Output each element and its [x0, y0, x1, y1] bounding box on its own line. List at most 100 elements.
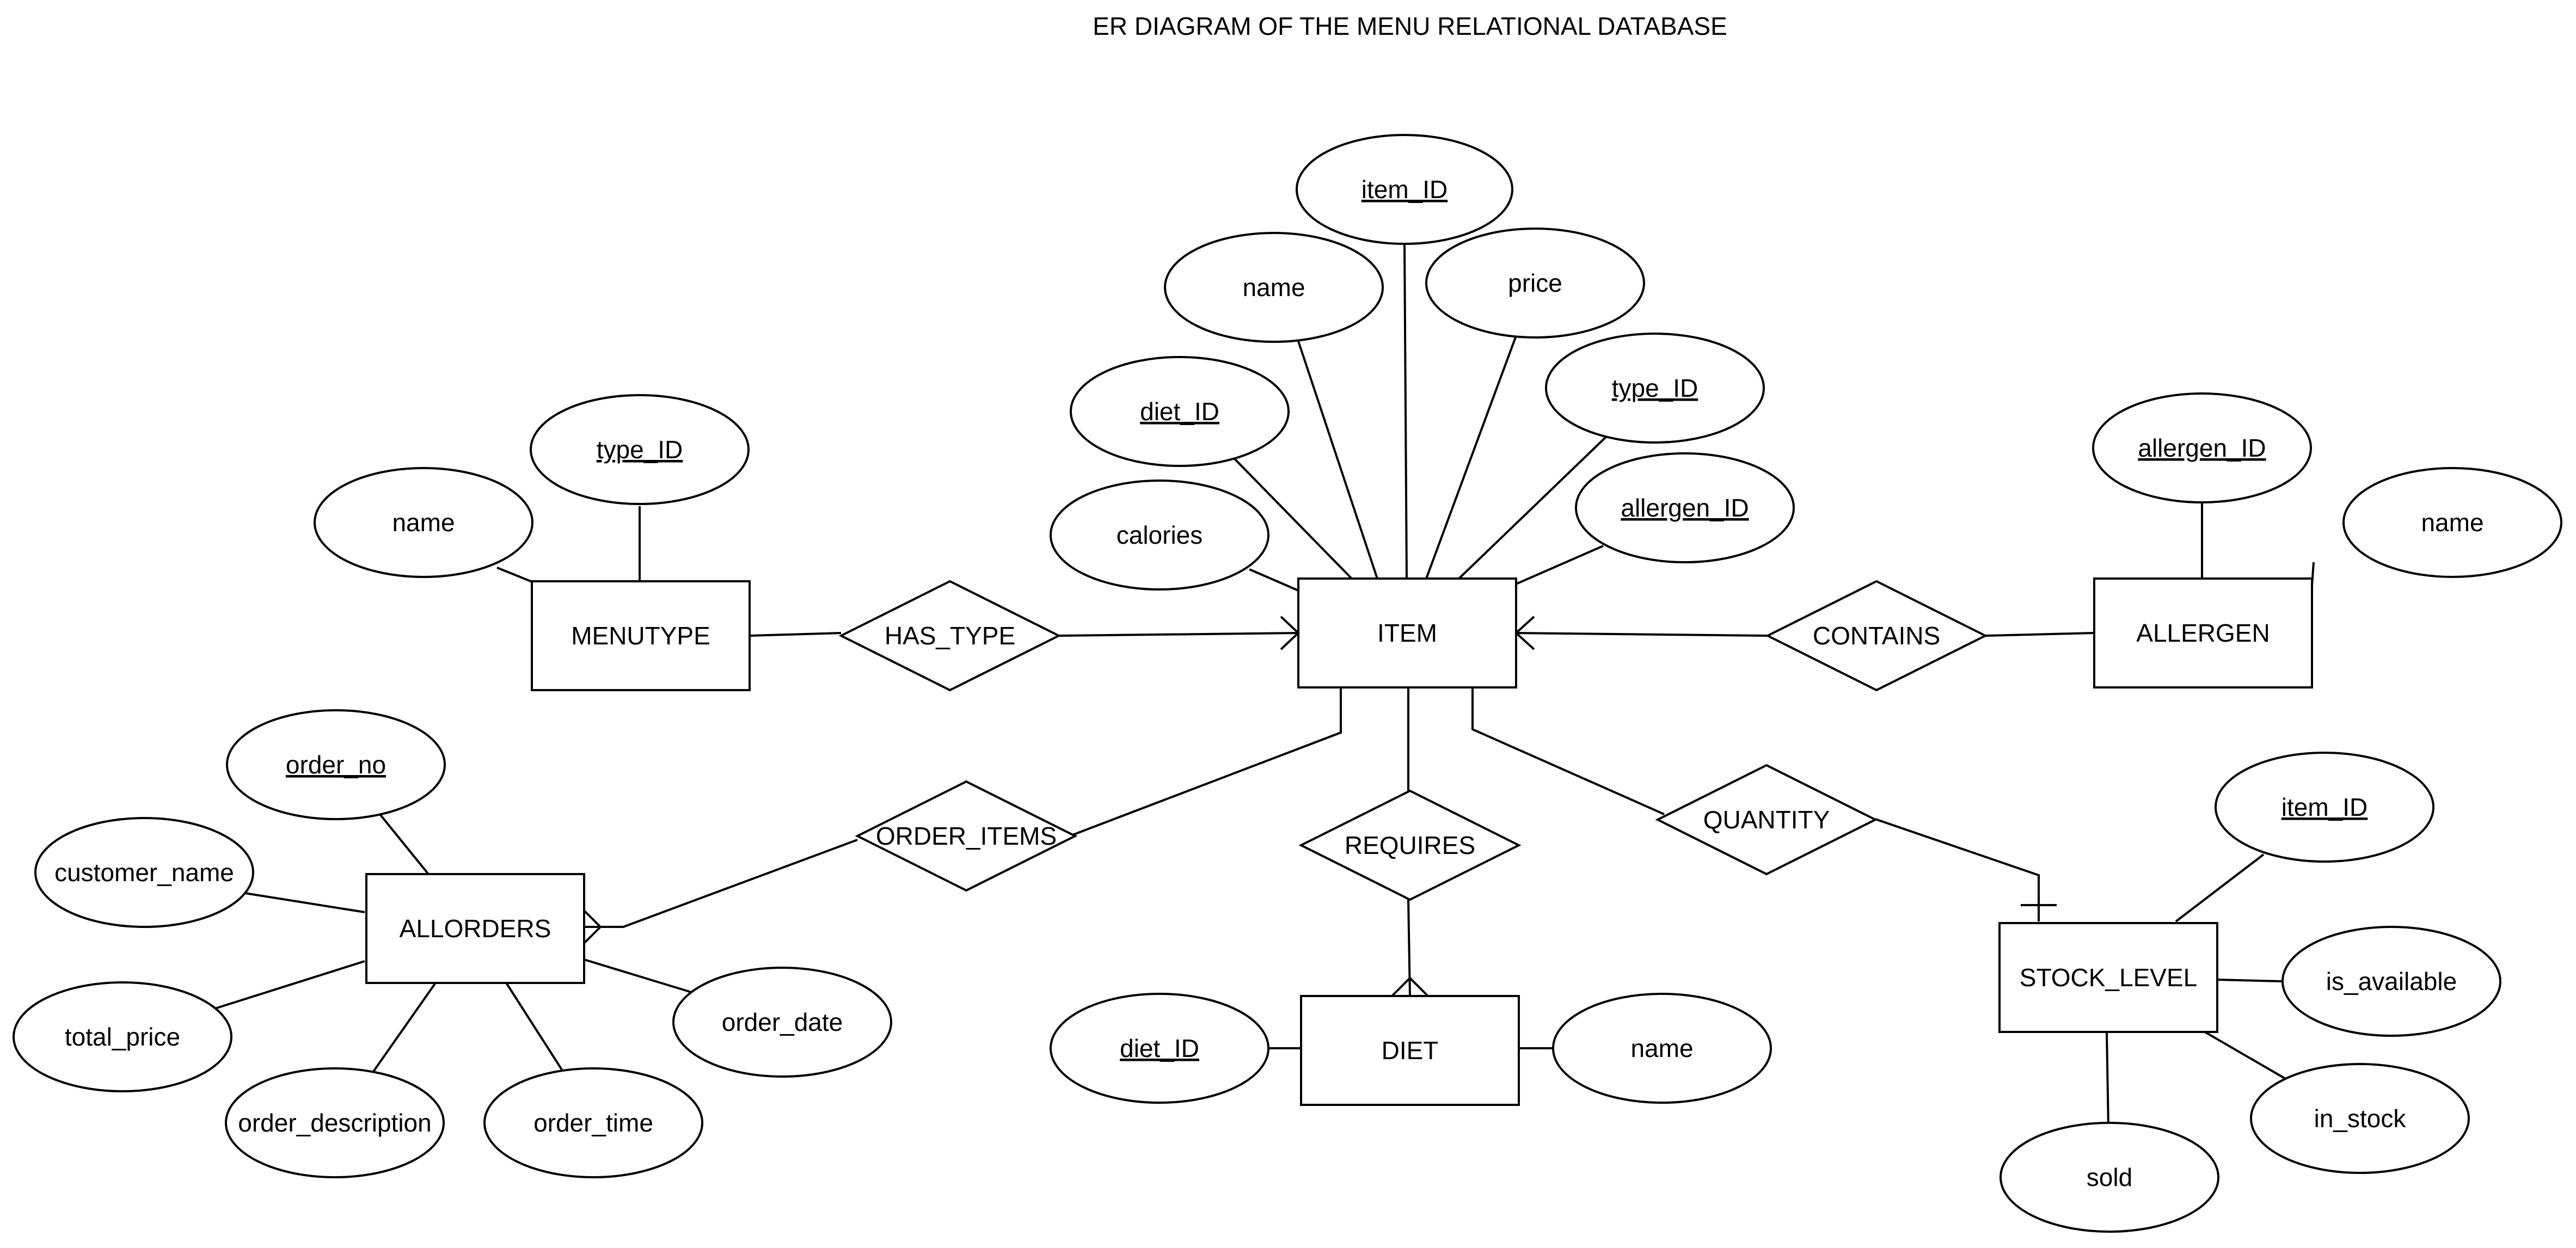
relationship-quantity: QUANTITY	[1655, 764, 1878, 876]
relationship-order-items: ORDER_ITEMS	[855, 780, 1078, 892]
entity-label: MENUTYPE	[571, 622, 710, 650]
attribute-item-price: price	[1425, 228, 1645, 339]
line-order-items-allorders	[584, 839, 858, 928]
crows-foot-diet-requires	[1391, 976, 1429, 997]
entity-diet: DIET	[1300, 995, 1520, 1106]
line-allorders-order-description	[372, 982, 437, 1073]
attribute-label: item_ID	[2281, 793, 2368, 821]
line-contains-allergen	[1985, 632, 2095, 637]
relationship-has-type: HAS_TYPE	[838, 580, 1062, 692]
line-item-name	[1297, 341, 1378, 579]
attribute-allergen-name: name	[2342, 467, 2562, 578]
line-stock-sold	[2106, 1031, 2109, 1129]
attribute-label: calories	[1117, 521, 1203, 549]
entity-label: ITEM	[1377, 619, 1437, 647]
connector-lines	[214, 243, 2315, 1129]
relationship-label: HAS_TYPE	[885, 622, 1015, 650]
relationship-label: CONTAINS	[1813, 622, 1940, 650]
crows-foot-allorders-order-items	[583, 909, 602, 944]
attribute-allorders-order-time: order_time	[483, 1067, 703, 1178]
attribute-item-allergen-id: allergen_ID	[1575, 452, 1795, 563]
line-item-price	[1425, 335, 1517, 579]
attribute-label: order_description	[238, 1109, 431, 1137]
attribute-label: sold	[2087, 1163, 2132, 1191]
attribute-label: name	[1630, 1034, 1693, 1062]
line-allorders-order-time	[505, 982, 565, 1073]
line-item-item-id	[1403, 243, 1408, 579]
line-menutype-name	[496, 567, 534, 583]
line-allorders-total-price	[214, 960, 365, 1010]
diagram-title: ER DIAGRAM OF THE MENU RELATIONAL DATABA…	[1093, 12, 1727, 40]
attribute-item-type-id: type_ID	[1545, 333, 1765, 444]
attribute-label: allergen_ID	[2138, 434, 2266, 462]
attribute-label: item_ID	[1361, 175, 1448, 204]
attribute-label: order_date	[722, 1008, 843, 1036]
attribute-label: is_available	[2326, 967, 2457, 995]
line-item-contains	[1516, 632, 1768, 637]
line-item-type-id	[1458, 436, 1607, 580]
attribute-allorders-customer-name: customer_name	[34, 817, 254, 928]
line-item-diet-id	[1229, 453, 1353, 580]
line-item-order-items	[1069, 687, 1342, 837]
attribute-allergen-allergen-id: allergen_ID	[2092, 392, 2312, 503]
attribute-menutype-name: name	[314, 467, 533, 578]
attribute-menutype-type-id: type_ID	[530, 394, 750, 505]
relationship-label: REQUIRES	[1345, 831, 1475, 859]
attribute-diet-diet-id: diet_ID	[1050, 993, 1269, 1104]
line-menutype-has-type	[749, 632, 842, 637]
relationship-label: ORDER_ITEMS	[876, 822, 1057, 850]
line-allorders-order-date	[584, 958, 692, 993]
entity-item: ITEM	[1297, 577, 1517, 688]
entity-label: ALLERGEN	[2136, 619, 2270, 647]
line-stock-is-available	[2217, 979, 2283, 982]
line-quantity-stock-level	[1875, 818, 2040, 921]
attribute-label: type_ID	[597, 435, 683, 464]
entity-label: ALLORDERS	[400, 914, 551, 943]
entity-label: DIET	[1382, 1036, 1439, 1065]
entity-menutype: MENUTYPE	[531, 580, 751, 691]
attribute-stock-is-available: is_available	[2281, 926, 2501, 1037]
attribute-label: type_ID	[1612, 374, 1698, 402]
attribute-item-diet-id: diet_ID	[1070, 356, 1290, 467]
line-stock-item-id	[2175, 853, 2265, 923]
line-item-calories	[1249, 568, 1299, 592]
attribute-stock-item-id: item_ID	[2215, 752, 2434, 863]
attribute-allorders-order-date: order_date	[672, 967, 892, 1078]
line-allorders-order-no	[378, 813, 430, 875]
attribute-item-calories: calories	[1050, 479, 1269, 591]
line-allorders-customer-name	[244, 892, 365, 913]
line-item-allergen-id	[1516, 545, 1604, 585]
attribute-label: diet_ID	[1120, 1034, 1199, 1062]
attribute-label: order_no	[286, 751, 386, 779]
line-has-type-item	[1058, 632, 1299, 637]
attribute-stock-in-stock: in_stock	[2250, 1063, 2470, 1174]
attribute-allorders-order-description: order_description	[225, 1067, 445, 1178]
attribute-label: name	[2421, 508, 2483, 537]
attribute-label: name	[392, 508, 455, 537]
attribute-item-name: name	[1164, 232, 1384, 343]
attribute-label: order_time	[533, 1109, 653, 1137]
entity-allorders: ALLORDERS	[365, 873, 585, 984]
relationship-requires: REQUIRES	[1298, 789, 1522, 901]
line-stock-in-stock	[2204, 1031, 2287, 1080]
attribute-diet-name: name	[1552, 993, 1772, 1104]
entity-stock-level: STOCK_LEVEL	[1998, 922, 2218, 1033]
line-requires-diet	[1407, 899, 1411, 997]
entity-label: STOCK_LEVEL	[2020, 963, 2197, 992]
attribute-allorders-order-no: order_no	[226, 709, 446, 820]
relationship-label: QUANTITY	[1703, 806, 1830, 834]
attribute-label: total_price	[65, 1023, 180, 1051]
attribute-label: in_stock	[2314, 1104, 2407, 1133]
line-item-quantity	[1471, 687, 1665, 815]
attribute-label: diet_ID	[1140, 397, 1219, 426]
attribute-stock-sold: sold	[2000, 1122, 2219, 1233]
entity-allergen: ALLERGEN	[2093, 577, 2313, 688]
attribute-allorders-total-price: total_price	[13, 981, 232, 1092]
attribute-label: customer_name	[54, 858, 234, 887]
attribute-label: allergen_ID	[1621, 494, 1749, 522]
attribute-label: name	[1242, 273, 1305, 302]
attribute-label: price	[1508, 269, 1562, 297]
relationship-contains: CONTAINS	[1765, 580, 1988, 692]
